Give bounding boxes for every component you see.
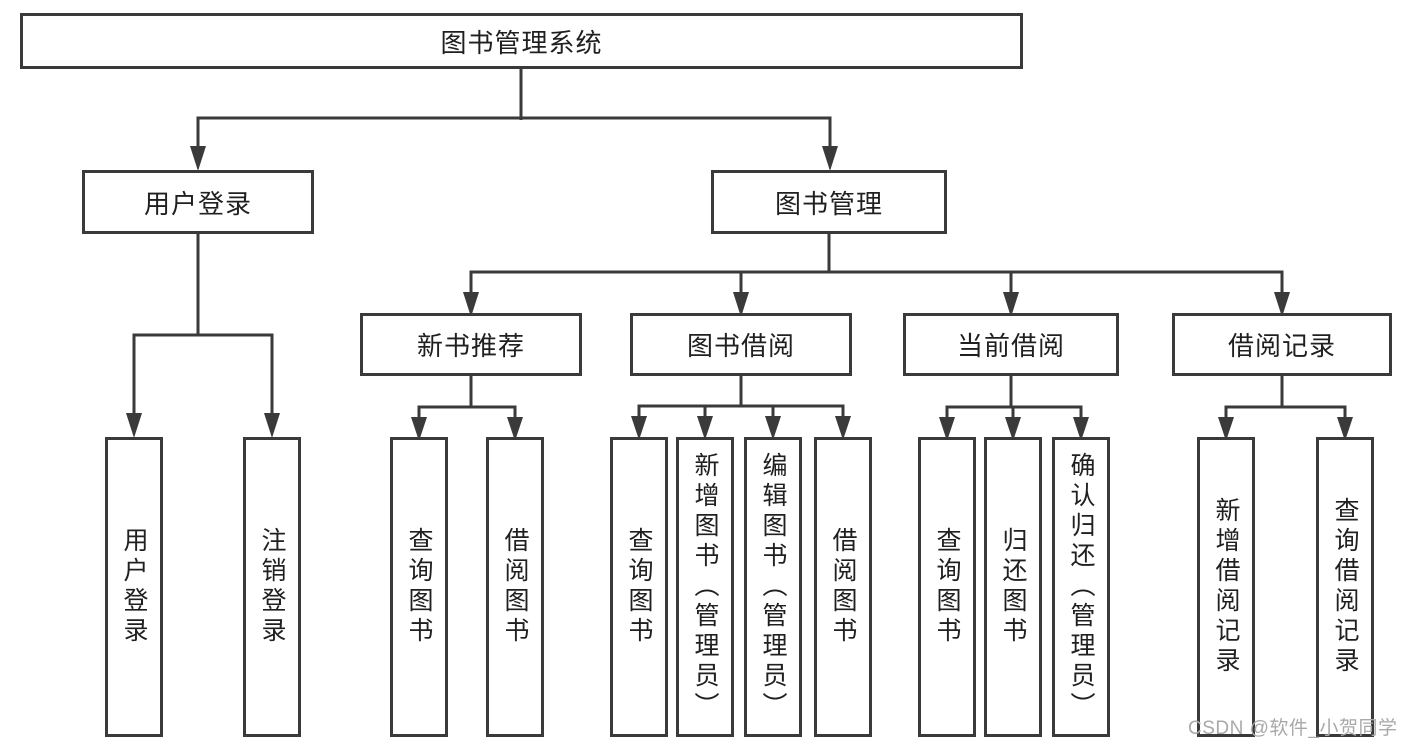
- node-current-borrow: 当前借阅: [903, 313, 1119, 376]
- leaf-edit-books-admin-label: 编辑图书（管理员）: [759, 452, 787, 722]
- node-borrow-records: 借阅记录: [1172, 313, 1392, 376]
- leaf-query-books-recommend-label: 查询图书: [405, 527, 433, 647]
- leaf-borrow-books-recommend-label: 借阅图书: [501, 527, 529, 647]
- leaf-return-books-label: 归还图书: [999, 527, 1027, 647]
- leaf-confirm-return-admin-label: 确认归还（管理员）: [1067, 452, 1095, 722]
- node-book-management-label: 图书管理: [774, 188, 883, 219]
- csdn-watermark: CSDN @软件_小贺同学: [1188, 718, 1398, 739]
- leaf-confirm-return-admin: 确认归还（管理员）: [1052, 437, 1110, 737]
- node-root-label: 图书管理系统: [440, 27, 603, 58]
- leaf-borrow-books: 借阅图书: [814, 437, 872, 737]
- node-current-borrow-label: 当前借阅: [956, 331, 1065, 361]
- leaf-add-borrow-record-label: 新增借阅记录: [1212, 497, 1240, 677]
- leaf-logout: 注销登录: [243, 437, 301, 737]
- node-new-book-recommend: 新书推荐: [360, 313, 582, 376]
- leaf-user-login-label: 用户登录: [120, 527, 148, 647]
- leaf-logout-label: 注销登录: [258, 527, 286, 647]
- leaf-edit-books-admin: 编辑图书（管理员）: [744, 437, 802, 737]
- leaf-borrow-books-label: 借阅图书: [829, 527, 857, 647]
- node-root-system: 图书管理系统: [20, 13, 1023, 69]
- leaf-query-borrow-record-label: 查询借阅记录: [1331, 497, 1359, 677]
- leaf-borrow-books-recommend: 借阅图书: [486, 437, 544, 737]
- node-book-borrow: 图书借阅: [630, 313, 852, 376]
- node-user-login-label: 用户登录: [143, 188, 252, 219]
- node-new-book-recommend-label: 新书推荐: [416, 331, 525, 361]
- leaf-query-borrow-record: 查询借阅记录: [1316, 437, 1374, 737]
- node-book-management: 图书管理: [711, 170, 947, 234]
- node-borrow-records-label: 借阅记录: [1227, 331, 1336, 361]
- leaf-query-books-current: 查询图书: [918, 437, 976, 737]
- leaf-add-books-admin-label: 新增图书（管理员）: [691, 452, 719, 722]
- leaf-add-books-admin: 新增图书（管理员）: [676, 437, 734, 737]
- leaf-query-books-current-label: 查询图书: [933, 527, 961, 647]
- leaf-query-books-borrow: 查询图书: [610, 437, 668, 737]
- node-user-login: 用户登录: [82, 170, 314, 234]
- leaf-user-login: 用户登录: [105, 437, 163, 737]
- leaf-query-books-recommend: 查询图书: [390, 437, 448, 737]
- leaf-query-books-borrow-label: 查询图书: [625, 527, 653, 647]
- leaf-return-books: 归还图书: [984, 437, 1042, 737]
- leaf-add-borrow-record: 新增借阅记录: [1197, 437, 1255, 737]
- node-book-borrow-label: 图书借阅: [686, 331, 795, 361]
